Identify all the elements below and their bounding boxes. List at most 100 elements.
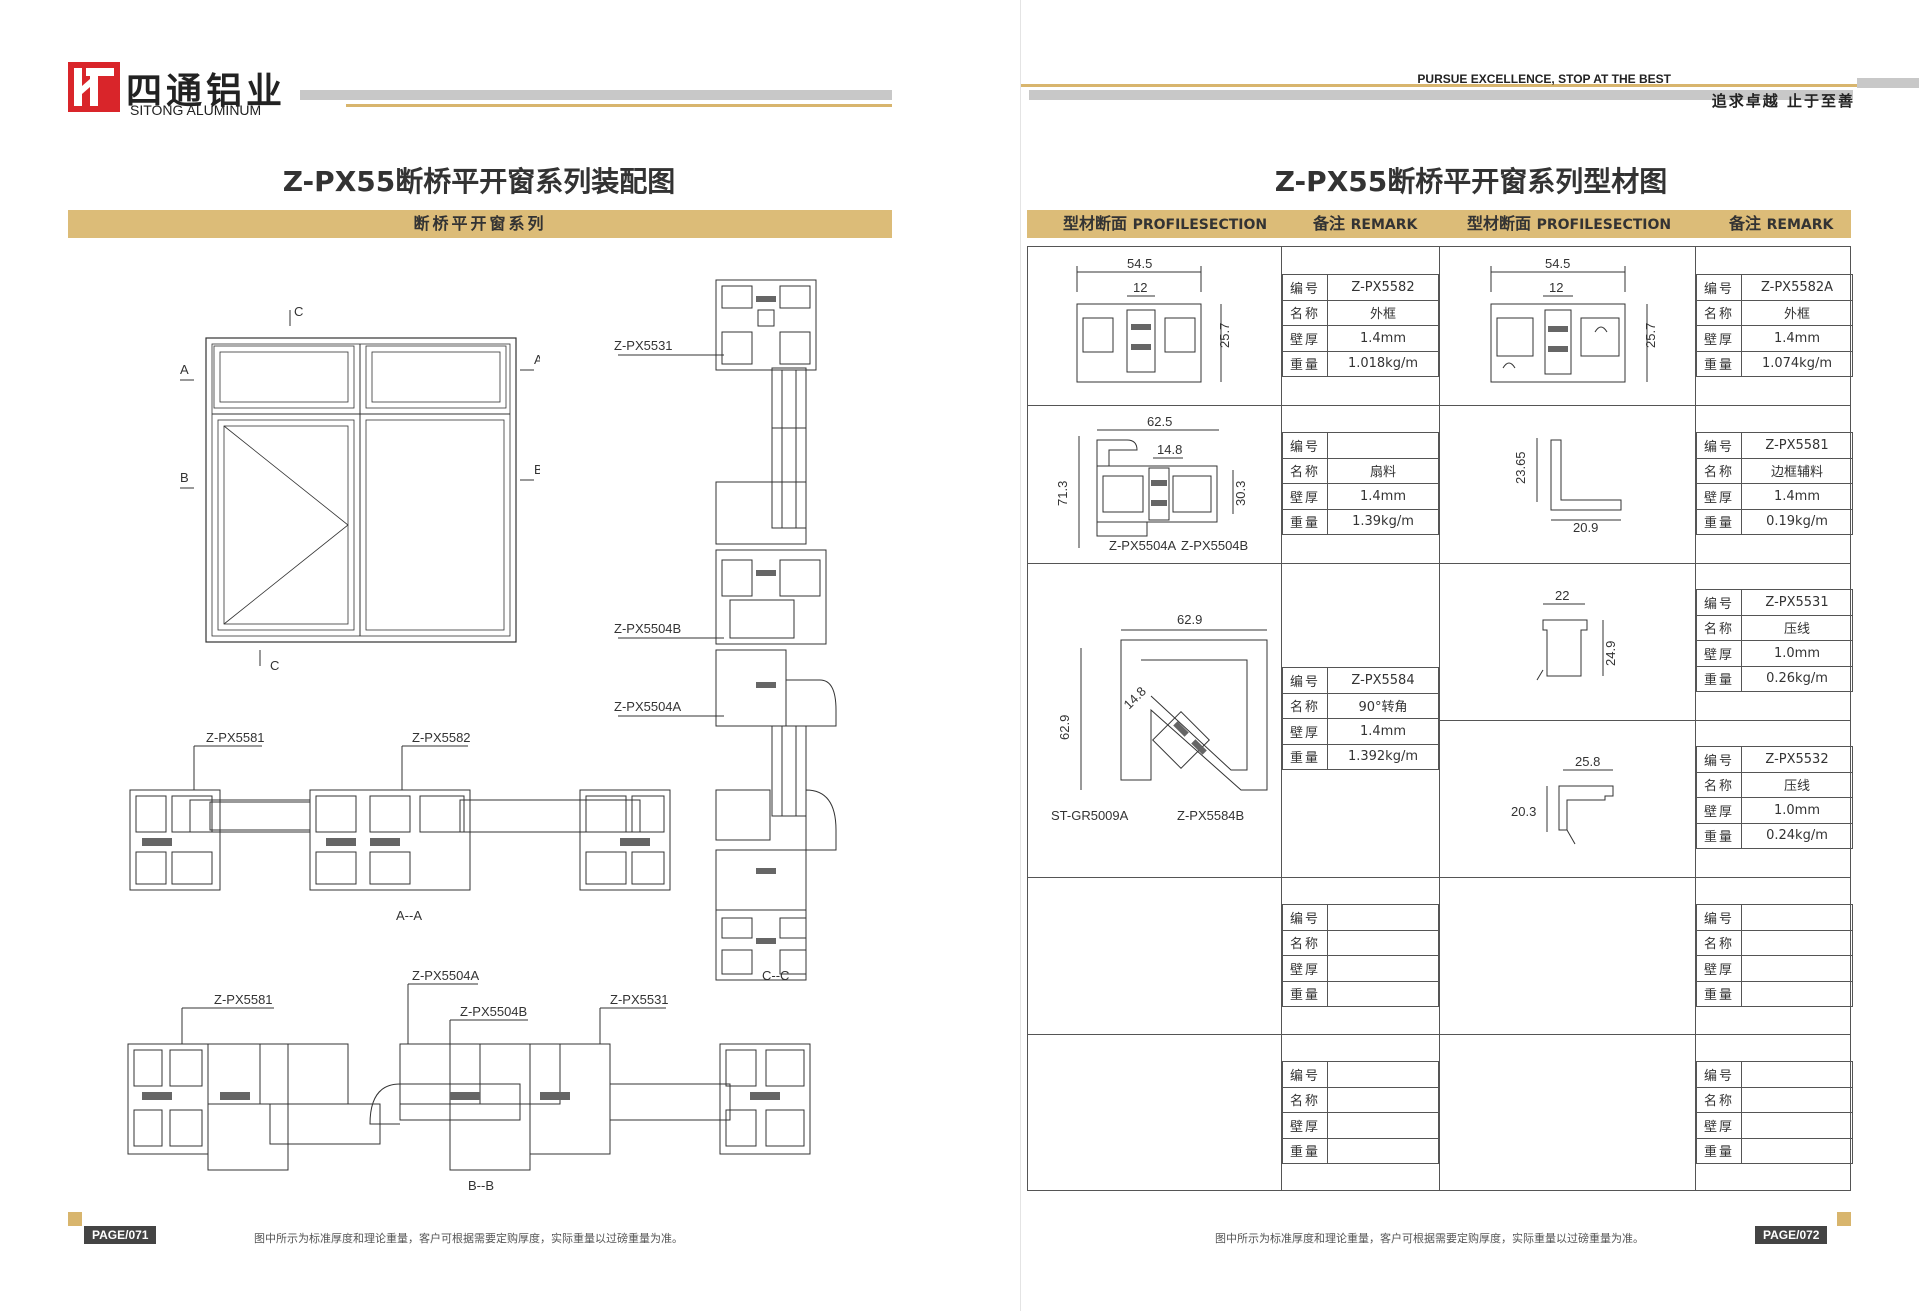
profile-thickness: 1.4mm: [1741, 325, 1853, 352]
header-section-left: 型材断面 PROFILESECTION: [1063, 210, 1267, 238]
empty-value: [1327, 1112, 1439, 1139]
elevation-label-a-left: A: [180, 362, 189, 377]
profile-name: 扇料: [1327, 457, 1439, 484]
header-remark-cn: 备注: [1313, 214, 1346, 233]
field-name-label: 名称: [1696, 299, 1742, 326]
empty-value: [1327, 929, 1439, 956]
spec-table-empty: 编号 名称 壁厚 重量: [1282, 1061, 1439, 1164]
profile-thickness: 1.4mm: [1327, 483, 1439, 510]
empty-value: [1741, 929, 1853, 956]
profile-code: Z-PX5581: [1741, 432, 1853, 459]
slogan-cn: 追求卓越 止于至善: [1711, 92, 1855, 110]
field-thickness-label: 壁厚: [1282, 718, 1328, 745]
profile-weight: 1.074kg/m: [1741, 350, 1853, 377]
spec-table-empty: 编号 名称 壁厚 重量: [1696, 1061, 1853, 1164]
profile-drawing-z-px5582a: 54.5 12 25.7: [1490, 256, 1658, 383]
field-thickness-label: 壁厚: [1696, 325, 1742, 352]
label-section-bb: B--B: [468, 1178, 494, 1193]
label-z-px5582-aa: Z-PX5582: [412, 730, 471, 745]
header-remark-en: REMARK: [1350, 217, 1418, 233]
page-number: PAGE/072: [1755, 1226, 1828, 1244]
label-z-px5531-cc: Z-PX5531: [614, 338, 673, 353]
header-bar: [300, 90, 892, 100]
field-weight-label: 重量: [1696, 665, 1742, 692]
profile-name: 90°转角: [1327, 692, 1439, 719]
field-name-label: 名称: [1696, 1086, 1742, 1113]
grid-col-2: [1439, 246, 1440, 1190]
dim-height: 25.7: [1217, 323, 1232, 348]
header-section-right: 型材断面 PROFILESECTION: [1467, 210, 1671, 238]
field-name-label: 名称: [1282, 299, 1328, 326]
table-header-band: 型材断面 PROFILESECTION 备注 REMARK 型材断面 PROFI…: [1027, 210, 1851, 238]
empty-value: [1741, 980, 1853, 1007]
section-band: 断桥平开窗系列: [68, 210, 892, 238]
header-bar: [1029, 90, 1853, 100]
field-weight-label: 重量: [1696, 350, 1742, 377]
field-name-label: 名称: [1696, 771, 1742, 798]
field-name-label: 名称: [1282, 1086, 1328, 1113]
field-code-label: 编号: [1696, 746, 1742, 773]
page-marker: [1837, 1212, 1851, 1226]
elevation-label-b-right: B: [534, 462, 540, 477]
field-weight-label: 重量: [1696, 1137, 1742, 1164]
grid-left: [1027, 246, 1028, 1190]
field-name-label: 名称: [1696, 614, 1742, 641]
elevation-label-a-right: A: [534, 352, 540, 367]
empty-value: [1741, 904, 1853, 931]
header-remark-en-2: REMARK: [1766, 217, 1834, 233]
elevation-label-b-left: B: [180, 470, 189, 485]
elevation-label-c-bottom: C: [270, 658, 279, 673]
grid-right: [1850, 246, 1851, 1190]
grid-row-3-right: [1439, 720, 1851, 721]
header-accent: [346, 104, 892, 107]
section-cc-drawing: Z-PX5531 Z-PX5504B Z-PX5504A C--C: [614, 279, 837, 983]
field-code-label: 编号: [1696, 432, 1742, 459]
header-remark-cn-2: 备注: [1729, 214, 1762, 233]
empty-value: [1741, 955, 1853, 982]
field-thickness-label: 壁厚: [1696, 797, 1742, 824]
label-z-px5581-aa: Z-PX5581: [206, 730, 265, 745]
empty-value: [1327, 980, 1439, 1007]
dim-height: 20.3: [1511, 804, 1536, 819]
grid-bottom: [1027, 1190, 1851, 1191]
profile-thickness: 1.4mm: [1327, 718, 1439, 745]
spec-table-empty: 编号 名称 壁厚 重量: [1282, 904, 1439, 1007]
dim-width: 62.5: [1147, 414, 1172, 429]
footnote: 图中所示为标准厚度和理论重量，客户可根据需要定购厚度，实际重量以过磅重量为准。: [254, 1232, 683, 1245]
profile-drawing-z-px5581: 23.65 20.9: [1513, 438, 1622, 535]
field-code-label: 编号: [1282, 274, 1328, 301]
empty-value: [1327, 904, 1439, 931]
empty-value: [1741, 1137, 1853, 1164]
header-section-en: PROFILESECTION: [1132, 217, 1268, 233]
field-weight-label: 重量: [1696, 822, 1742, 849]
profile-code: Z-PX5584: [1327, 667, 1439, 694]
field-code-label: 编号: [1696, 904, 1742, 931]
dim-height: 24.9: [1603, 641, 1618, 666]
brand-name-cn: 四通铝业: [126, 71, 287, 112]
sitong-logo-mark: [68, 62, 120, 112]
right-page: PURSUE EXCELLENCE, STOP AT THE BEST 追求卓越…: [1020, 0, 1920, 1311]
field-name-label: 名称: [1696, 929, 1742, 956]
profile-drawing-z-px5582: 54.5 12 25.7: [1076, 256, 1232, 383]
field-weight-label: 重量: [1282, 508, 1328, 535]
dim-break: 14.8: [1121, 684, 1150, 713]
profile-weight: 0.26kg/m: [1741, 665, 1853, 692]
field-weight-label: 重量: [1696, 508, 1742, 535]
spec-table-empty: 编号 名称 壁厚 重量: [1696, 904, 1853, 1007]
page-title: Z-PX55断桥平开窗系列型材图: [1274, 165, 1668, 198]
profile-weight: 0.19kg/m: [1741, 508, 1853, 535]
empty-value: [1741, 1112, 1853, 1139]
field-weight-label: 重量: [1282, 350, 1328, 377]
profile-weight: 0.24kg/m: [1741, 822, 1853, 849]
grid-row-1: [1027, 405, 1851, 406]
profile-drawing-z-px5584: 62.9 62.9 14.8 ST-GR5009A Z-PX5584B: [1051, 612, 1268, 823]
brand-name-en: SITONG ALUMINUM: [130, 102, 262, 118]
elevation-label-c-top: C: [294, 304, 303, 319]
dim-height: 23.65: [1513, 451, 1528, 484]
dim-height: 71.3: [1055, 481, 1070, 506]
